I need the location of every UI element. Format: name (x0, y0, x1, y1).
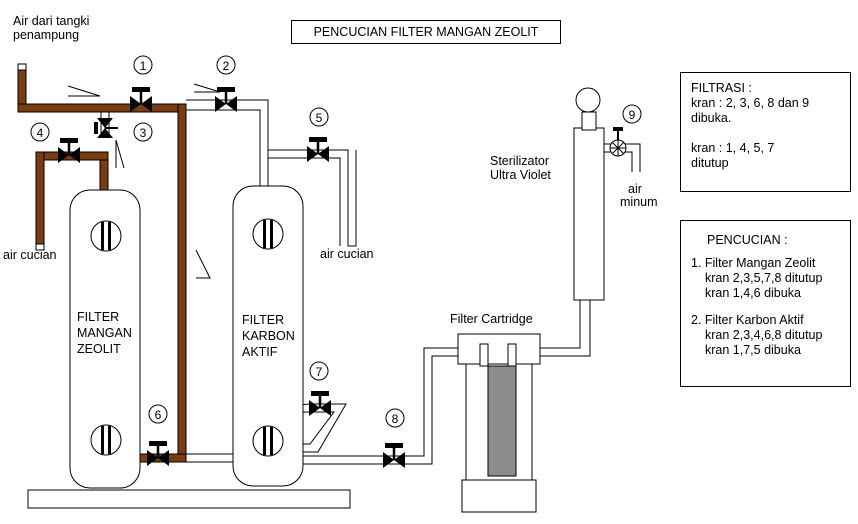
valve-number-1: 1 (140, 59, 147, 73)
valve-number-markers (30, 55, 642, 428)
filter2-label-line3: AKTIF (242, 345, 278, 359)
title-box: PENCUCIAN FILTER MANGAN ZEOLIT (291, 20, 561, 44)
filtrasi-line2: dibuka. (691, 111, 732, 125)
filter2-label-line1: FILTER (242, 313, 285, 327)
pencucian-item2-line2: kran 2,3,4,6,8 ditutup (705, 328, 823, 342)
valve-3[interactable] (94, 118, 118, 138)
valve-number-6: 6 (155, 408, 162, 422)
filtrasi-line4: ditutup (691, 156, 729, 170)
cartridge-housing (457, 333, 541, 513)
filter1-label-line3: ZEOLIT (77, 342, 121, 356)
valve-number-7: 7 (316, 365, 323, 379)
uv-label-line1: Sterilizator (490, 154, 550, 168)
pencucian-item1-title: 1. Filter Mangan Zeolit (691, 256, 816, 270)
pencucian-item2-title: 2. Filter Karbon Aktif (691, 313, 804, 327)
filter2-label-line2: KARBON (242, 329, 295, 343)
filter1-label-line2: MANGAN (77, 326, 132, 340)
filtrasi-line3: kran : 1, 4, 5, 7 (691, 141, 775, 155)
valve-number-5: 5 (316, 111, 323, 125)
filtrasi-line1: kran : 2, 3, 6, 8 dan 9 (691, 96, 810, 110)
base-platform (27, 489, 351, 509)
valve-number-4: 4 (37, 126, 44, 140)
sight-glasses (90, 218, 284, 457)
pencucian-item2-line3: kran 1,7,5 dibuka (705, 343, 801, 357)
filter-tank-2 (232, 185, 304, 487)
valve-2[interactable] (213, 85, 239, 114)
pencucian-spacer-1 (691, 248, 850, 256)
valve-9[interactable] (609, 127, 627, 157)
page-title: PENCUCIAN FILTER MANGAN ZEOLIT (313, 25, 539, 39)
filtrasi-spacer (691, 126, 850, 141)
pencucian-item1-line3: kran 1,4,6 dibuka (705, 286, 801, 300)
pencucian-box: PENCUCIAN : 1. Filter Mangan Zeolit kran… (680, 220, 851, 387)
drink-label-line2: minum (620, 195, 658, 209)
drink-label-line1: air (628, 182, 642, 196)
inlet-label-line2: penampung (13, 28, 80, 42)
filter1-label-line1: FILTER (77, 310, 120, 324)
filtrasi-heading: FILTRASI : (691, 81, 752, 95)
valve-number-3: 3 (140, 126, 147, 140)
cartridge-label: Filter Cartridge (450, 312, 533, 326)
pencucian-spacer-2 (691, 301, 850, 313)
wash-label-left: air cucian (3, 248, 57, 262)
valve-numbers: 1 2 3 4 5 6 7 8 9 (37, 59, 636, 426)
pencucian-heading: PENCUCIAN : (707, 233, 788, 247)
pencucian-item1-line2: kran 2,3,5,7,8 ditutup (705, 271, 823, 285)
uv-label-line2: Ultra Violet (490, 168, 551, 182)
valve-number-8: 8 (392, 412, 399, 426)
valve-number-2: 2 (223, 59, 230, 73)
inlet-label-line1: Air dari tangki (13, 14, 90, 28)
wash-label-middle: air cucian (320, 247, 374, 261)
sight-glass-slots (101, 220, 273, 455)
valve-number-9: 9 (629, 108, 636, 122)
filtrasi-box: FILTRASI : kran : 2, 3, 6, 8 dan 9 dibuk… (680, 72, 851, 192)
uv-sterilizer (573, 87, 605, 301)
